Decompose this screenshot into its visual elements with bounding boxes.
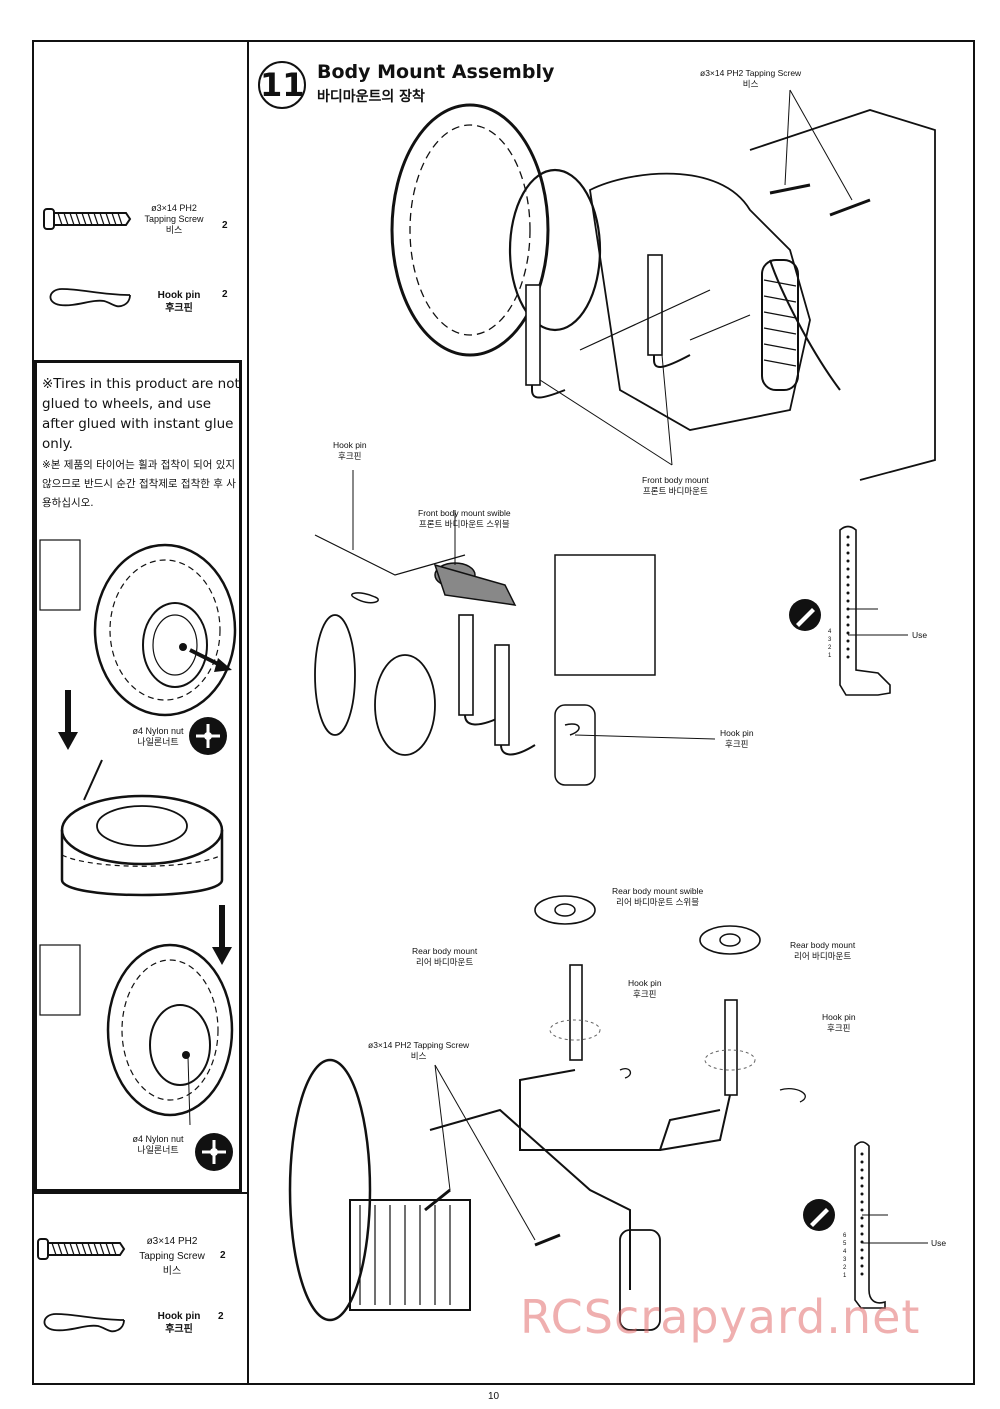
part-name-screw-bottom: ø3×14 PH2 Tapping Screw 비스 <box>139 1236 205 1277</box>
hook-pin-icon <box>43 1313 125 1333</box>
body-mount-scale-1 <box>839 525 908 696</box>
tire-note-english: ※Tires in this product are not glued to … <box>42 376 240 452</box>
pencil-mark-icon <box>789 599 821 631</box>
part-qty-screw-bottom: 2 <box>220 1250 226 1261</box>
label-screw-bottom: ø3×14 PH2 Tapping Screw 비스 <box>368 1040 470 1061</box>
label-rear-swible: Rear body mount swible 리어 바디마운트 스위블 <box>612 886 704 907</box>
label-front-swible: Front body mount swible 프론트 바디마운트 스위블 <box>418 508 511 529</box>
label-rear-mount-right: Rear body mount 리어 바디마운트 <box>790 940 856 961</box>
step-number: 11 <box>258 61 306 109</box>
body-mount-scale-2 <box>854 1141 928 1309</box>
wrench-symbol-icon <box>189 717 227 755</box>
part-qty-hookpin: 2 <box>222 289 228 300</box>
scale1-tick-3: 3 <box>828 637 832 643</box>
label-hook-pin-c: Hook pin 후크핀 <box>628 978 662 999</box>
part-qty-screw: 2 <box>222 220 228 231</box>
tire-illustration-2 <box>60 759 224 897</box>
scale1-tick-4: 4 <box>828 629 832 635</box>
tire-note-box <box>34 360 242 1192</box>
wrench-symbol-icon <box>195 1133 233 1171</box>
rear-assembly-illustration <box>288 895 806 1331</box>
label-use-2: Use <box>931 1238 947 1248</box>
nylon-nut-label-1: ø4 Nylon nut 나일론너트 <box>132 726 184 747</box>
tire-note: ※Tires in this product are not glued to … <box>42 374 240 513</box>
part-name-screw: ø3×14 PH2 Tapping Screw 비스 <box>144 203 204 235</box>
part-name-hookpin: Hook pin 후크핀 <box>157 290 201 314</box>
label-use-1: Use <box>912 630 928 640</box>
section-divider <box>32 1192 248 1194</box>
label-hook-pin-b: Hook pin 후크핀 <box>720 728 754 749</box>
scale2-tick-3: 3 <box>843 1257 847 1263</box>
scale2-tick-2: 2 <box>843 1265 847 1271</box>
part-qty-hookpin-bottom: 2 <box>218 1311 224 1322</box>
tapping-screw-icon <box>37 1238 126 1260</box>
label-hook-pin-a: Hook pin 후크핀 <box>333 440 367 461</box>
nylon-nut-label-2: ø4 Nylon nut 나일론너트 <box>132 1134 184 1155</box>
scale1-tick-1: 1 <box>828 653 832 659</box>
label-front-mount: Front body mount 프론트 바디마운트 <box>642 475 709 496</box>
scale2-tick-6: 6 <box>843 1233 847 1239</box>
label-rear-mount-left: Rear body mount 리어 바디마운트 <box>412 946 478 967</box>
watermark: RCScrapyard.net <box>520 1290 921 1344</box>
scale2-tick-4: 4 <box>843 1249 847 1255</box>
tire-illustration-1 <box>39 539 237 717</box>
scale2-tick-5: 5 <box>843 1241 847 1247</box>
down-arrow-icon <box>58 690 78 750</box>
scale1-tick-2: 2 <box>828 645 832 651</box>
page-frame <box>32 40 975 1385</box>
tire-note-korean: ※본 제품의 타이어는 휠과 접착이 되어 있지 않으므로 반드시 순간 접착제… <box>42 459 236 509</box>
hook-pin-icon <box>49 288 131 308</box>
tapping-screw-icon <box>43 208 132 230</box>
label-hook-pin-d: Hook pin 후크핀 <box>822 1012 856 1033</box>
scale2-tick-1: 1 <box>843 1273 847 1279</box>
tire-illustration-3 <box>39 943 234 1126</box>
front-assembly-illustration <box>390 89 936 481</box>
step-title-korean: 바디마운트의 장착 <box>317 89 425 105</box>
page-number: 10 <box>488 1391 500 1402</box>
column-divider <box>247 40 249 1385</box>
label-screw-top: ø3×14 PH2 Tapping Screw 비스 <box>700 68 802 89</box>
part-name-hookpin-bottom: Hook pin 후크핀 <box>157 1311 201 1335</box>
pencil-mark-icon <box>803 1199 835 1231</box>
down-arrow-icon <box>212 905 232 965</box>
front-swible-illustration <box>314 470 716 786</box>
step-title-english: Body Mount Assembly <box>317 61 555 83</box>
